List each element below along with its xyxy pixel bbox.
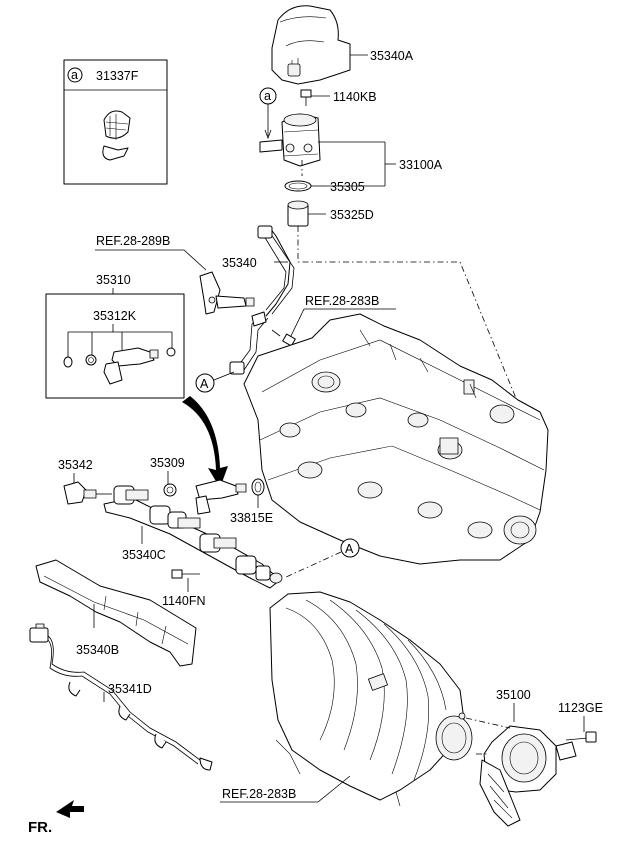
o-ring-33815E [251,478,265,496]
callout-arrow [182,396,228,488]
injector-kit [63,347,176,385]
clip-35309 [163,483,177,497]
front-indicator: FR. [28,819,52,836]
callout-A-rail [340,538,360,558]
label-35310: 35310 [96,273,131,287]
callout-A-pipe-text: A [200,377,209,391]
box-31337F: a 31337F [63,59,168,185]
intake-manifold [269,591,473,807]
label-35312K: 35312K [93,309,137,323]
fuel-rail-35340C [103,485,283,589]
callout-A-rail-text: A [345,542,354,556]
tappet-35325D [287,200,309,227]
label-ref-28-289B: REF.28-289B [96,234,170,248]
label-35325D: 35325D [330,208,374,222]
wiring-harness-35341D [29,623,213,771]
fuel-pipe-35340 [199,225,295,375]
bolt-1140KB [300,89,312,106]
front-arrow-icon [56,800,84,818]
label-35309: 35309 [150,456,185,470]
callout-a-pump: a [264,89,271,103]
throttle-body-35100 [479,725,577,827]
label-35340A: 35340A [370,49,414,63]
callout-A-pipe [195,373,215,393]
label-35305: 35305 [330,180,365,194]
label-35340: 35340 [222,256,257,270]
label-ref-28-283B-bottom: REF.28-283B [222,787,296,801]
pump-cover-35340A [271,5,351,85]
label-35341D: 35341D [108,682,152,696]
callout-a-box: a [71,68,78,82]
label-1140KB: 1140KB [333,90,377,104]
label-1140FN: 1140FN [162,594,206,608]
label-ref-28-283B-top: REF.28-283B [305,294,379,308]
high-pressure-pump-33100A [259,113,321,167]
cylinder-head [243,313,549,565]
label-35342: 35342 [58,458,93,472]
label-33815E: 33815E [230,511,273,525]
rail-cover-35340B [35,559,197,667]
sensor-35342 [63,481,97,505]
bolt-1123GE [565,731,597,743]
injector [195,479,247,515]
label-35340C: 35340C [122,548,166,562]
label-31337F: 31337F [96,69,139,83]
label-35340B: 35340B [76,643,119,657]
label-33100A: 33100A [399,158,443,172]
bolt-ref [271,329,296,347]
label-1123GE: 1123GE [558,701,603,715]
label-35100: 35100 [496,688,531,702]
bolt-1140FN [171,569,200,579]
